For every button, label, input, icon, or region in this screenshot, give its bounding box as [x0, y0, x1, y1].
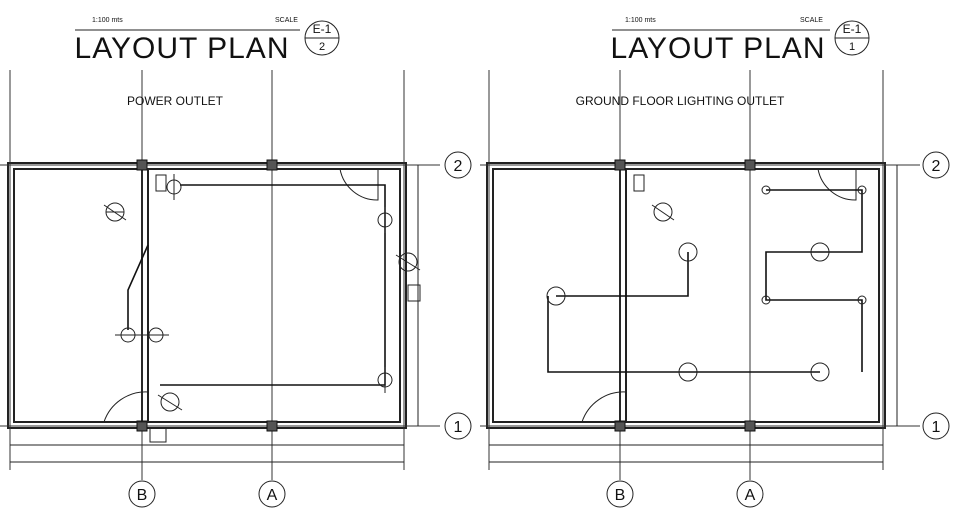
column	[266, 420, 278, 432]
grid-label-2: 2	[932, 158, 941, 175]
appliance-symbol	[103, 202, 127, 222]
outer-wall	[7, 162, 407, 429]
scale-value: 1:100 mts	[625, 17, 656, 24]
panel-board	[633, 174, 645, 192]
lighting-wire	[765, 189, 863, 372]
drawing-subtitle: POWER OUTLET	[127, 94, 224, 108]
grid-bubble-2	[922, 151, 950, 179]
plan-power-outlet: B A 2 1 LAYOUT PLAN 1:100 mts SCALE E-1 …	[0, 17, 472, 508]
light-fixture	[810, 362, 830, 382]
grid-bubble-1	[922, 412, 950, 440]
light-fixture-small	[761, 185, 771, 195]
panel-board	[407, 284, 421, 302]
grid-bubble-a	[736, 480, 764, 508]
column	[614, 159, 626, 171]
column	[744, 420, 756, 432]
appliance-symbol	[651, 202, 675, 222]
scale-value: 1:100 mts	[92, 17, 123, 24]
scale-label: SCALE	[275, 17, 298, 24]
door-swing	[581, 391, 627, 423]
grid-bubble-a	[258, 480, 286, 508]
power-wire	[160, 184, 386, 386]
grid-label-b: B	[615, 487, 626, 504]
outer-wall	[486, 162, 886, 429]
panel-board	[149, 427, 167, 443]
appliance-symbol	[395, 252, 421, 272]
sheet-number: E-1	[313, 22, 332, 36]
drawing-title: LAYOUT PLAN	[75, 32, 290, 65]
grid-label-b: B	[137, 487, 148, 504]
light-fixture	[546, 286, 566, 306]
scale-label: SCALE	[800, 17, 823, 24]
outlet-symbol	[377, 207, 393, 233]
drawing-subtitle: GROUND FLOOR LIGHTING OUTLET	[576, 94, 785, 108]
column	[136, 420, 148, 432]
lighting-wire	[556, 252, 689, 297]
light-fixture-small	[761, 295, 771, 305]
light-fixture	[678, 242, 698, 262]
power-wire	[127, 244, 149, 330]
lighting-wire	[547, 296, 820, 373]
light-fixture-small	[857, 295, 867, 305]
door-swing	[103, 391, 149, 423]
grid-bubble-1	[444, 412, 472, 440]
light-fixture-small	[857, 185, 867, 195]
panel-board	[155, 174, 167, 192]
column	[614, 420, 626, 432]
grid-label-1: 1	[454, 419, 463, 436]
drawing-number: 1	[849, 41, 855, 53]
drawing-title: LAYOUT PLAN	[611, 32, 826, 65]
outlet-symbol	[166, 174, 182, 200]
column	[744, 159, 756, 171]
sheet-number: E-1	[843, 22, 862, 36]
inner-wall	[13, 168, 401, 423]
grid-label-1: 1	[932, 419, 941, 436]
grid-bubble-2	[444, 151, 472, 179]
grid-label-a: A	[745, 487, 756, 504]
door-swing	[817, 168, 857, 201]
appliance-symbol	[157, 392, 183, 412]
inner-wall	[492, 168, 880, 423]
drawing-number: 2	[319, 41, 325, 53]
light-fixture	[678, 362, 698, 382]
plan-lighting-outlet: B A 2 1 LAYOUT PLAN 1:100 mts SCALE E-1 …	[480, 17, 950, 508]
door-swing	[339, 168, 379, 201]
grid-bubble-b	[606, 480, 634, 508]
light-fixture	[810, 242, 830, 262]
outlet-symbol	[115, 327, 141, 343]
outlet-symbol	[143, 327, 169, 343]
column	[266, 159, 278, 171]
column	[136, 159, 148, 171]
grid-label-2: 2	[454, 158, 463, 175]
grid-bubble-b	[128, 480, 156, 508]
outlet-symbol	[377, 367, 393, 393]
grid-label-a: A	[267, 487, 278, 504]
